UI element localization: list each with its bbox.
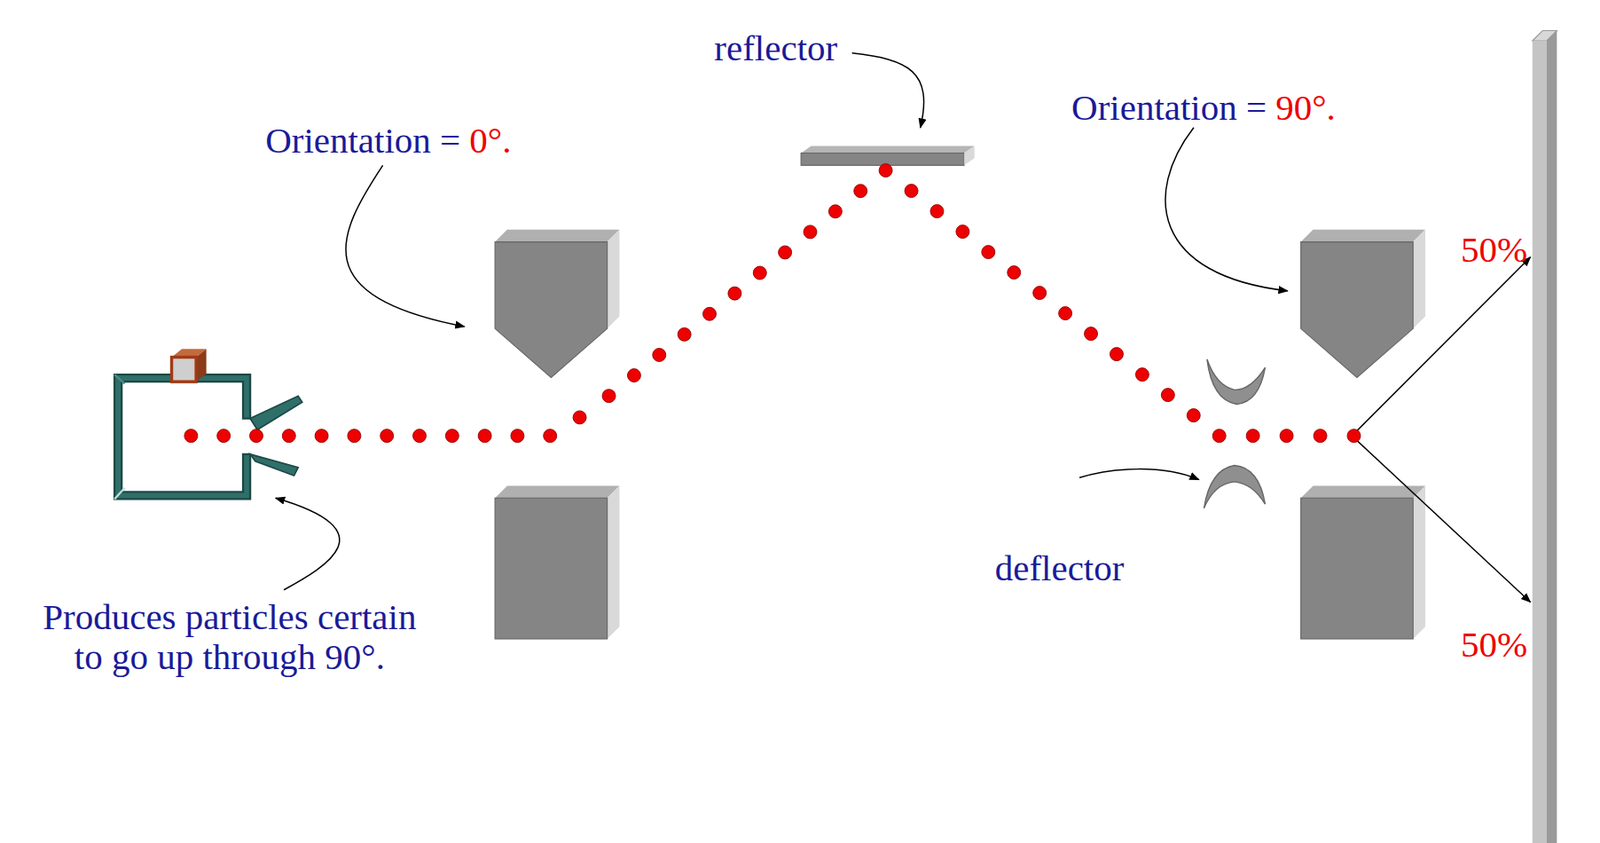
particle-dot	[282, 429, 296, 443]
particle-dot	[1186, 408, 1200, 423]
particle-beam	[184, 164, 1361, 443]
part-label: deflector	[995, 548, 1125, 589]
part-label: reflector	[713, 28, 838, 69]
particle-dot	[1212, 429, 1226, 443]
particle-dot	[904, 184, 918, 198]
particle-dot	[828, 204, 842, 219]
reflector-plate	[800, 145, 975, 165]
particle-dot	[250, 429, 264, 443]
particle-dot	[930, 204, 944, 219]
particle-dot	[1135, 368, 1149, 382]
particle-dot	[728, 286, 742, 300]
particle-dot	[854, 184, 868, 198]
particle-dot	[627, 368, 641, 383]
orientation-label: Orientation =	[265, 120, 461, 161]
particle-dot	[217, 429, 231, 443]
particle-dot	[1246, 429, 1260, 443]
particle-dot	[1110, 347, 1124, 361]
particle-dot	[878, 164, 893, 178]
particle-source	[114, 348, 303, 499]
particle-dot	[1033, 286, 1047, 300]
caption-note: Produces particles certain to go up thro…	[31, 596, 430, 677]
particle-dot	[380, 429, 394, 443]
particle-dot	[314, 429, 329, 443]
particle-dot	[1084, 327, 1099, 341]
particle-dot	[956, 225, 970, 239]
particle-dot	[347, 429, 361, 443]
particle-dot	[572, 410, 587, 424]
screen	[1532, 31, 1558, 843]
particle-dot	[1347, 429, 1361, 443]
particle-dot	[1279, 429, 1294, 443]
percentage-label: 50%	[1460, 624, 1528, 665]
particle-dot	[445, 429, 459, 443]
output-arrows	[1351, 257, 1530, 603]
particle-dot	[1313, 429, 1327, 443]
percentage-label: 50%	[1460, 229, 1528, 270]
particle-dot	[677, 327, 691, 341]
particle-dot	[778, 245, 793, 259]
particle-dot	[652, 347, 667, 361]
particle-dot	[478, 429, 492, 443]
orientation-value: 90°.	[1275, 87, 1336, 128]
particle-dot	[602, 389, 616, 403]
magnet-right	[1301, 229, 1426, 639]
deflector-pieces	[1203, 359, 1265, 509]
orientation-value: 0°.	[469, 120, 511, 161]
particle-dot	[1058, 306, 1073, 321]
particle-dot	[1007, 266, 1021, 280]
magnet-left	[494, 229, 620, 639]
particle-dot	[803, 225, 817, 239]
particle-dot	[703, 306, 717, 321]
orientation-label: Orientation =	[1071, 87, 1267, 128]
particle-dot	[184, 429, 198, 443]
particle-dot	[981, 245, 996, 259]
particle-dot	[543, 429, 557, 443]
particle-dot	[1160, 388, 1175, 402]
particle-dot	[510, 429, 525, 443]
particle-dot	[413, 429, 427, 443]
particle-dot	[752, 266, 767, 280]
